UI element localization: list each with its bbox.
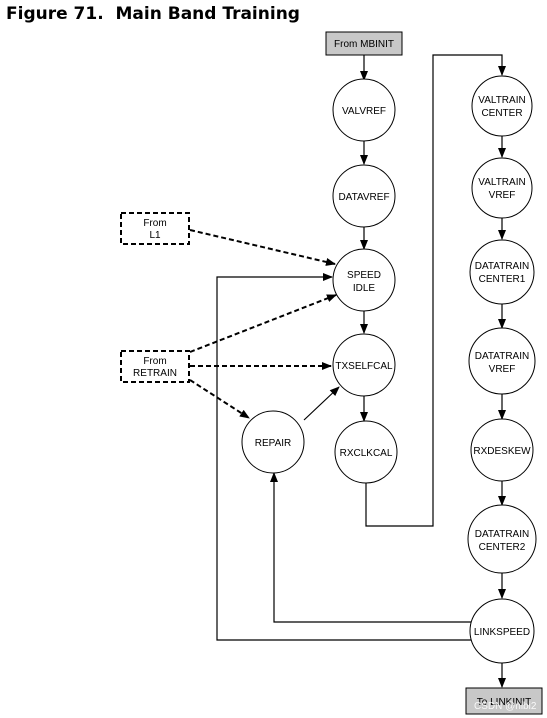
watermark: CSDN @nibi2 [474,701,537,712]
edge-l1-speedidle [189,229,336,266]
from-retrain-box: From RETRAIN [120,350,190,383]
state-datatrain-center2-label-2: CENTER2 [479,542,526,553]
state-valtrain-vref-label-1: VALTRAIN [478,177,525,188]
state-datatrain-vref-label-2: VREF [489,364,516,375]
from-mbinit-box: From MBINIT [325,31,403,56]
state-valvref: VALVREF [332,78,396,142]
state-linkspeed-label: LINKSPEED [474,627,530,638]
from-l1-box: From L1 [120,212,190,245]
figure-title: Figure 71. Main Band Training [6,4,300,24]
state-valtrain-vref: VALTRAIN VREF [471,157,533,219]
state-datavref: DATAVREF [332,164,396,228]
edge-rxclkcal-valtraincenter [365,54,506,527]
from-l1-label-2: L1 [149,230,161,241]
state-datatrain-center2: DATATRAIN CENTER2 [467,504,537,574]
state-linkspeed: LINKSPEED [469,598,535,664]
state-repair: REPAIR [241,410,305,474]
dashed-connectors [189,229,337,419]
state-datatrain-vref: DATATRAIN VREF [468,327,536,395]
state-datatrain-center1-label-2: CENTER1 [479,274,526,285]
state-datatrain-center1-label-1: DATATRAIN [475,261,529,272]
state-speed-idle-label-1: SPEED [347,270,381,281]
to-linkinit-box: To LINKINIT [465,687,543,715]
state-valvref-label: VALVREF [342,106,386,117]
edge-repair-txselfcal [303,386,340,421]
state-rxdeskew: RXDESKEW [470,418,534,482]
edge-retrain-repair [189,379,250,419]
state-datavref-label: DATAVREF [338,192,389,203]
edge-retrain-speedidle [189,294,337,353]
state-valtrain-center-label-2: CENTER [481,108,522,119]
state-valtrain-center-label-1: VALTRAIN [478,95,525,106]
state-rxclkcal: RXCLKCAL [334,420,398,484]
state-rxclkcal-label: RXCLKCAL [340,448,393,459]
state-txselfcal: TXSELFCAL [332,333,396,397]
state-valtrain-vref-label-2: VREF [489,190,516,201]
edge-linkspeed-repair [270,472,472,623]
from-retrain-label-2: RETRAIN [133,368,177,379]
state-txselfcal-label: TXSELFCAL [335,361,393,372]
from-retrain-label-1: From [143,356,166,367]
edge-linkspeed-speedidle [216,273,478,641]
state-datatrain-center1: DATATRAIN CENTER1 [469,239,535,305]
state-speed-idle: SPEED IDLE [332,248,396,312]
state-rxdeskew-label: RXDESKEW [473,446,531,457]
state-repair-label: REPAIR [255,438,292,449]
to-linkinit-label: To LINKINIT [477,697,531,708]
connectors [216,54,506,688]
state-valtrain-center: VALTRAIN CENTER [471,75,533,137]
state-datatrain-vref-label-1: DATATRAIN [475,351,529,362]
state-datatrain-center2-label-1: DATATRAIN [475,529,529,540]
state-speed-idle-label-2: IDLE [353,283,376,294]
from-mbinit-label: From MBINIT [334,39,394,50]
from-l1-label-1: From [143,218,166,229]
